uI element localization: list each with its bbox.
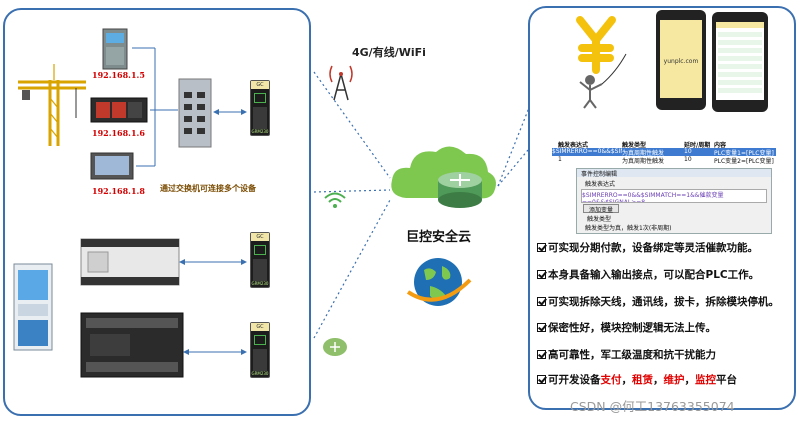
globe-icon	[406, 258, 472, 306]
col-header: 延时/周期	[684, 142, 711, 149]
plc-device-4	[80, 312, 184, 378]
gc-body	[253, 349, 267, 371]
dialog-title: 事件控制编辑	[577, 169, 771, 178]
table-cell: $SIMRERRO==0&&$SIMRE	[552, 148, 622, 155]
dev-item: 租赁	[632, 374, 653, 386]
trigger-value: 触发类型为真，触发1次(非周期)	[585, 225, 672, 232]
antenna-icon	[329, 65, 353, 101]
feature-item: 保密性好，模块控制逻辑无法上传。	[537, 320, 716, 335]
cloud-label: 巨控安全云	[406, 230, 472, 245]
phone-2	[712, 12, 768, 112]
col-header: 触发类型	[622, 142, 647, 149]
expr-field: $SIMRERRO==0&&$SIMMATCH==1&&催款变量==0&&$SI…	[581, 189, 767, 203]
feature-item: 本身具备输入输出接点，可以配合PLC工作。	[537, 267, 759, 282]
gc-module-1: GC GRM230	[250, 80, 270, 136]
event-dialog: 事件控制编辑 触发表达式 $SIMRERRO==0&&$SIMMATCH==1&…	[576, 168, 772, 234]
gc-body	[253, 107, 267, 129]
gc-display	[254, 335, 266, 345]
ip-label-2: 192.168.1.6	[92, 128, 145, 138]
switch-note: 通过交换机可连接多个设备	[160, 183, 256, 193]
plc-device-3	[80, 238, 180, 286]
gc-model-label: GRM230	[251, 281, 269, 286]
feature-item: 可实现拆除天线，通讯线，拔卡，拆除模块停机。	[537, 294, 779, 309]
dev-item: 监控	[695, 374, 716, 386]
gc-top-label: GC	[251, 81, 269, 89]
network-label: 4G/有线/WiFi	[352, 46, 426, 59]
col-header: 内容	[714, 142, 727, 149]
left-connection-lines	[132, 47, 247, 355]
ip-label-3: 192.168.1.8	[92, 186, 145, 196]
feature-item: 可实现分期付款，设备绑定等灵活催款功能。	[537, 240, 758, 255]
check-icon	[537, 323, 546, 332]
watermark: CSDN @何工13763355074	[570, 399, 735, 414]
feature-item: 高可靠性，军工级温度和抗干扰能力	[537, 347, 716, 362]
gc-top-label: GC	[251, 233, 269, 241]
check-icon	[537, 297, 546, 306]
gc-body	[253, 259, 267, 281]
table-cell: 为真周期性触发	[622, 150, 665, 157]
trigger-label: 触发类型	[587, 216, 612, 223]
phone-1: yunplc.com	[656, 10, 706, 110]
table-cell: 为真周期性触发	[622, 158, 665, 165]
feature-text: 可实现分期付款，设备绑定等灵活催款功能。	[548, 242, 758, 254]
gc-module-2: GC GRM230	[250, 232, 270, 288]
check-icon	[537, 243, 546, 252]
feature-text: 高可靠性，军工级温度和抗干扰能力	[548, 349, 716, 361]
table-cell: PLC变量2=[PLC变量]	[714, 158, 774, 164]
dev-prefix: 可开发设备	[548, 374, 601, 386]
feature-text: 本身具备输入输出接点，可以配合PLC工作。	[548, 269, 760, 281]
check-icon	[537, 270, 546, 279]
field-label: 触发表达式	[585, 181, 616, 188]
event-table: 触发表达式 触发类型 延时/周期 内容 $SIMRERRO==0&&$SIMRE…	[552, 140, 776, 165]
add-variable-button[interactable]: 添加变量	[583, 204, 619, 214]
gc-display	[254, 93, 266, 103]
ethernet-switch	[178, 78, 212, 148]
hmi-panel	[90, 152, 134, 180]
dev-item: 维护	[663, 374, 685, 386]
yen-person-icon	[576, 16, 627, 109]
col-header: 触发表达式	[558, 142, 589, 149]
wifi-icon	[324, 192, 346, 208]
router-small-icon	[323, 338, 347, 356]
check-icon	[537, 375, 546, 384]
gc-model-label: GRM230	[251, 371, 269, 376]
table-cell: 10	[684, 156, 692, 163]
gc-model-label: GRM230	[251, 129, 269, 134]
ip-label-1: 192.168.1.5	[92, 70, 145, 80]
table-cell: PLC变量1=[PLC变量]	[714, 150, 774, 156]
plc-device-2	[90, 97, 148, 123]
check-icon	[537, 350, 546, 359]
kiosk-image	[13, 263, 53, 351]
gc-module-3: GC GRM230	[250, 322, 270, 378]
app-domain: yunplc.com	[663, 58, 699, 65]
cloud-router-icon	[391, 146, 496, 208]
table-cell: 10	[684, 148, 692, 155]
feature-text: 可实现拆除天线，通讯线，拔卡，拆除模块停机。	[548, 296, 779, 308]
feature-text: 保密性好，模块控制逻辑无法上传。	[548, 322, 716, 334]
table-cell: 1	[558, 156, 562, 163]
gc-display	[254, 245, 266, 255]
gc-top-label: GC	[251, 323, 269, 331]
crane-image	[18, 64, 86, 146]
dev-item: 支付	[600, 374, 622, 386]
plc-device-1	[102, 28, 128, 70]
dev-suffix: 平台	[716, 374, 737, 386]
dev-platform-line: 可开发设备支付，租赁，维护，监控平台	[537, 372, 737, 387]
